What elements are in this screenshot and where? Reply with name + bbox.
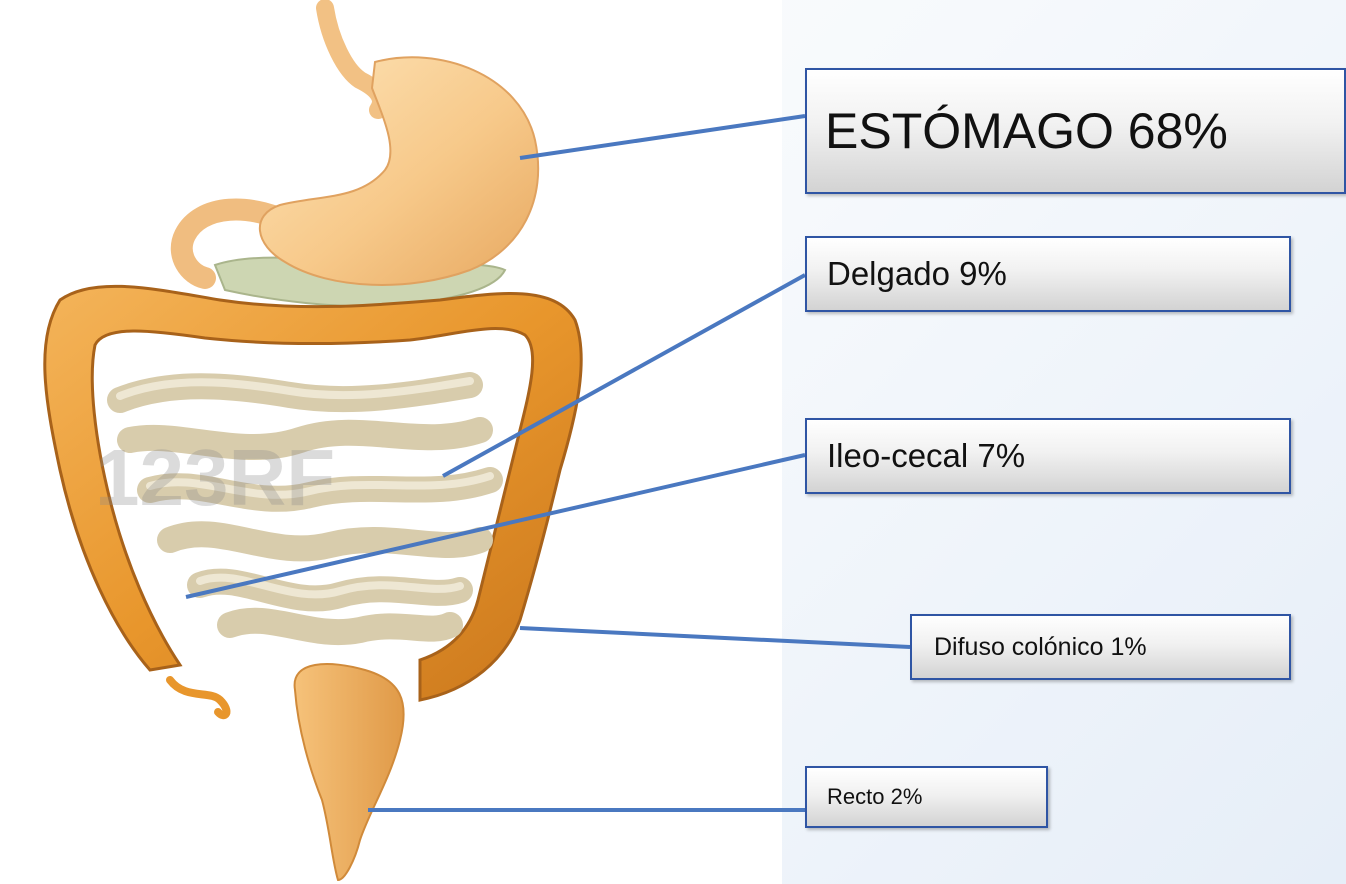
label-ileocecal: Ileo-cecal 7% <box>805 418 1291 494</box>
label-colonic-text: Difuso colónico 1% <box>934 633 1147 662</box>
label-colonic: Difuso colónico 1% <box>910 614 1291 680</box>
label-rectum: Recto 2% <box>805 766 1048 828</box>
label-small-intestine: Delgado 9% <box>805 236 1291 312</box>
label-stomach: ESTÓMAGO 68% <box>805 68 1346 194</box>
watermark-text: 123RF <box>95 433 335 522</box>
label-small-intestine-text: Delgado 9% <box>827 255 1007 293</box>
label-rectum-text: Recto 2% <box>827 784 922 810</box>
label-ileocecal-text: Ileo-cecal 7% <box>827 437 1025 475</box>
label-stomach-text: ESTÓMAGO 68% <box>825 102 1228 160</box>
